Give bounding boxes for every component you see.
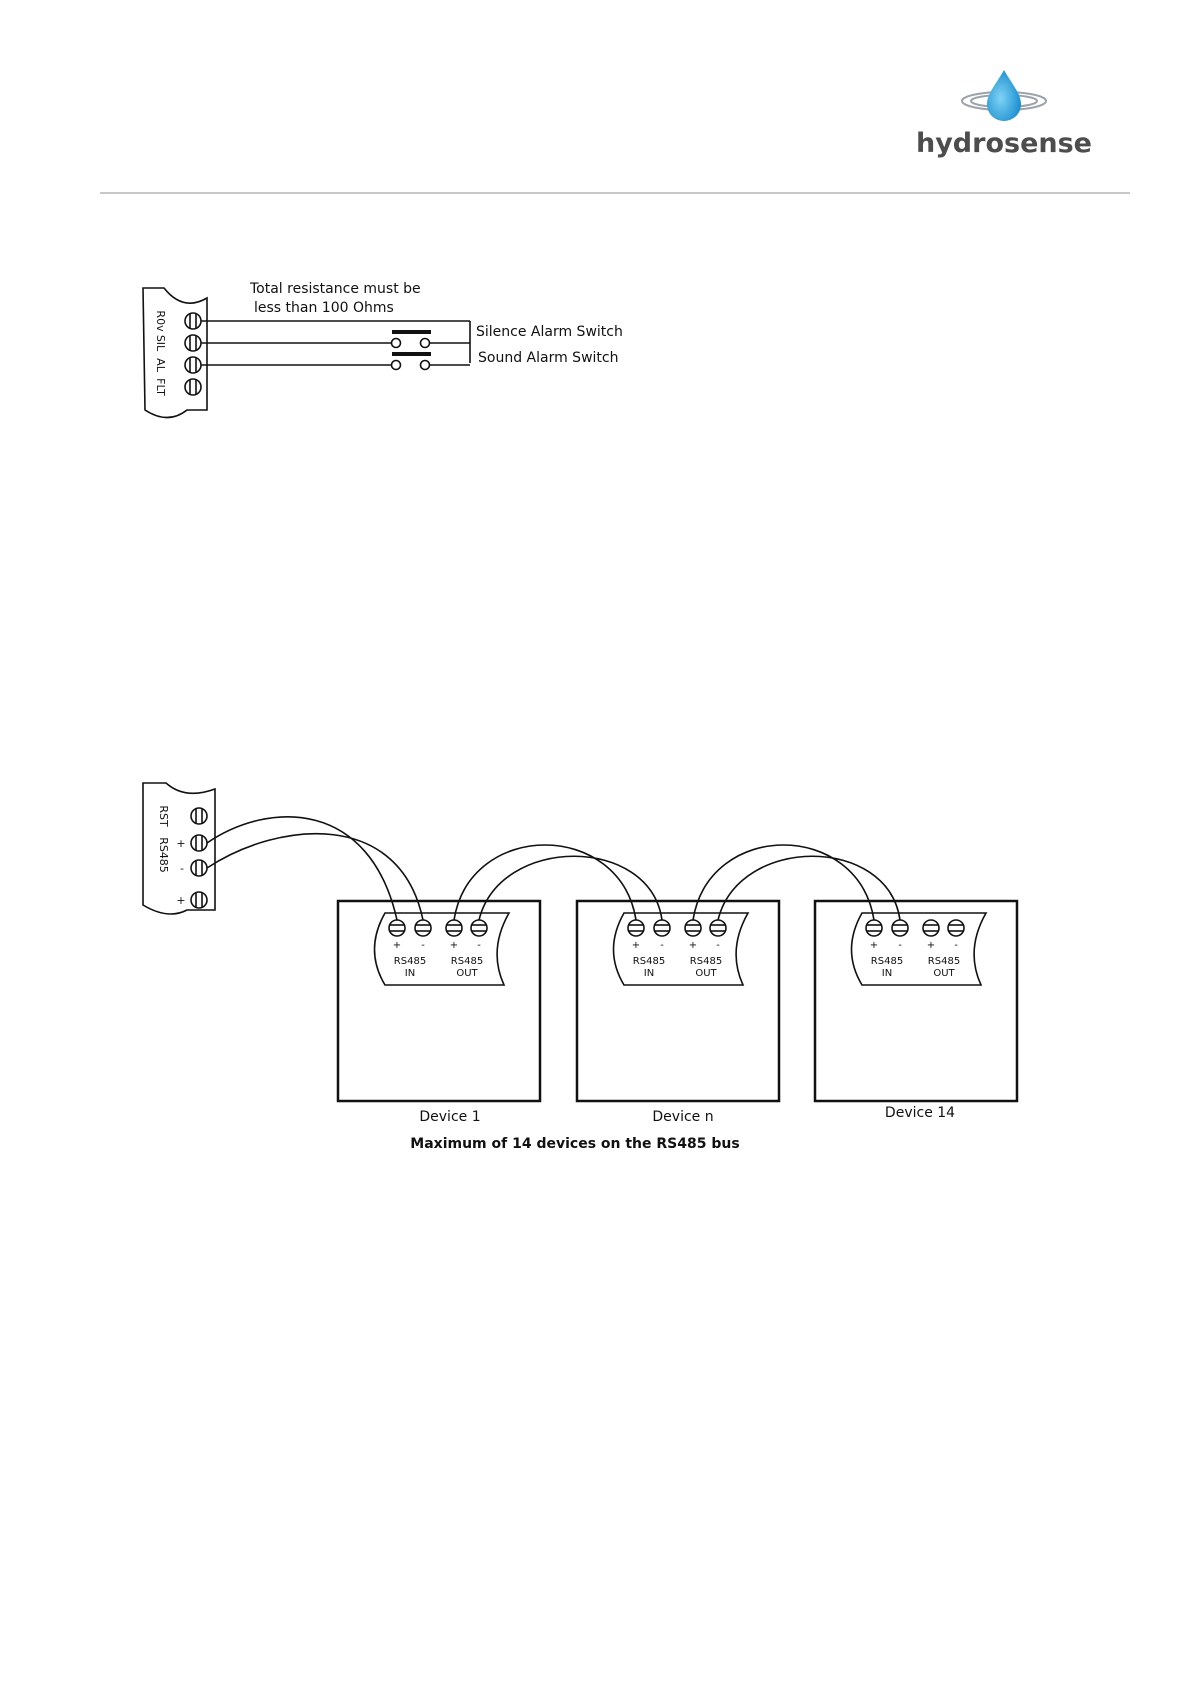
polarity-plus: + xyxy=(632,940,640,951)
terminal-screw xyxy=(191,835,207,851)
polarity-plus: + xyxy=(450,940,458,951)
port-in-sub: IN xyxy=(405,968,415,979)
terminal-screw xyxy=(191,860,207,876)
port-in-sub: IN xyxy=(644,968,654,979)
bus-wire-plus-3 xyxy=(693,845,874,920)
port-in-label: RS485 xyxy=(871,956,903,967)
terminal-label-r0v: R0v xyxy=(154,310,167,332)
brand-name: hydrosense xyxy=(916,128,1092,159)
terminal-label-al: AL xyxy=(154,358,167,373)
polarity-minus: - xyxy=(898,940,902,951)
polarity-minus: - xyxy=(716,940,720,951)
device-1-screws xyxy=(389,920,487,936)
brand-logo: hydrosense xyxy=(916,70,1092,159)
port-out-sub: OUT xyxy=(933,968,955,979)
alarm-terminal-labels: R0v SIL AL FLT xyxy=(154,310,167,396)
panel-label-plus: + xyxy=(176,837,185,850)
port-in-label: RS485 xyxy=(394,956,426,967)
terminal-block xyxy=(143,288,207,418)
device-14-labels: + - + - RS485 IN RS485 OUT xyxy=(870,940,960,979)
bus-wire-minus-1 xyxy=(207,834,423,920)
resistance-note-line1: Total resistance must be xyxy=(249,281,421,297)
rs485-caption: Maximum of 14 devices on the RS485 bus xyxy=(410,1136,739,1152)
device-box-1 xyxy=(338,901,540,1101)
port-out-label: RS485 xyxy=(928,956,960,967)
bus-wire-plus-2 xyxy=(454,845,636,920)
terminal-screw xyxy=(191,892,207,908)
device-n-name: Device n xyxy=(652,1109,713,1125)
terminal-label-flt: FLT xyxy=(154,378,167,396)
port-out-label: RS485 xyxy=(690,956,722,967)
water-drop-icon xyxy=(962,70,1046,121)
port-in-label: RS485 xyxy=(633,956,665,967)
polarity-plus: + xyxy=(870,940,878,951)
device-box-n xyxy=(577,901,779,1101)
polarity-minus: - xyxy=(954,940,958,951)
polarity-plus: + xyxy=(689,940,697,951)
device-n-labels: + - + - RS485 IN RS485 OUT xyxy=(632,940,722,979)
port-out-sub: OUT xyxy=(695,968,717,979)
port-out-label: RS485 xyxy=(451,956,483,967)
terminal-screw xyxy=(185,357,201,373)
polarity-plus: + xyxy=(927,940,935,951)
device-n-screws xyxy=(628,920,726,936)
resistance-note-line2: less than 100 Ohms xyxy=(254,300,394,316)
device-14-name: Device 14 xyxy=(885,1105,955,1121)
polarity-minus: - xyxy=(660,940,664,951)
terminal-screw xyxy=(185,313,201,329)
sound-switch-label: Sound Alarm Switch xyxy=(478,350,618,366)
polarity-minus: - xyxy=(477,940,481,951)
terminal-label-sil: SIL xyxy=(154,335,167,352)
panel-label-rst: RST xyxy=(157,805,170,827)
polarity-minus: - xyxy=(421,940,425,951)
terminal-screw xyxy=(185,379,201,395)
device-1-labels: + - + - RS485 IN RS485 OUT xyxy=(393,940,483,979)
port-out-sub: OUT xyxy=(456,968,478,979)
panel-label-plus-2: + xyxy=(176,894,185,907)
sound-alarm-switch xyxy=(392,354,432,370)
terminal-screw xyxy=(191,808,207,824)
panel-label-minus: - xyxy=(180,862,184,875)
rs485-bus-diagram xyxy=(143,783,1017,1101)
polarity-plus: + xyxy=(393,940,401,951)
silence-switch-label: Silence Alarm Switch xyxy=(476,324,623,340)
silence-alarm-switch xyxy=(392,332,432,348)
panel-label-rs485: RS485 xyxy=(157,837,170,873)
bus-wire-plus-1 xyxy=(207,817,397,920)
device-1-name: Device 1 xyxy=(419,1109,480,1125)
port-in-sub: IN xyxy=(882,968,892,979)
terminal-screw xyxy=(185,335,201,351)
device-14-screws xyxy=(866,920,964,936)
panel-terminal-labels: RST RS485 + - + xyxy=(157,805,186,907)
device-box-14 xyxy=(815,901,1017,1101)
